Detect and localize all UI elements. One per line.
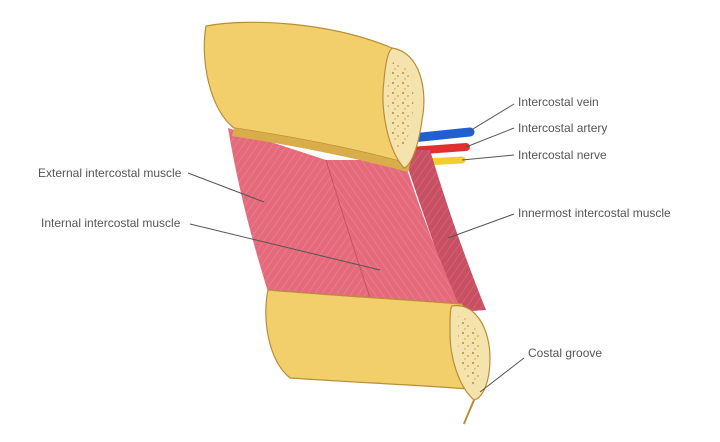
label-intercostal-artery: Intercostal artery — [518, 121, 608, 135]
upper-rib-shadow — [232, 128, 410, 172]
leader-costal-groove — [479, 357, 525, 393]
leader-internal-intercostal-muscle — [189, 223, 381, 271]
upper-rib-marrow — [387, 60, 414, 156]
leader-lines — [187, 103, 525, 393]
muscle-edge-line — [325, 159, 375, 311]
label-costal-groove: Costal groove — [528, 346, 603, 360]
external-intercostal-muscle-fibers — [228, 128, 374, 310]
label-intercostal-vein: Intercostal vein — [518, 95, 599, 109]
label-innermost-intercostal-muscle: Innermost intercostal muscle — [518, 206, 671, 220]
leader-external-intercostal-muscle — [187, 172, 265, 203]
innermost-intercostal-muscle-fibers — [402, 150, 486, 312]
leader-intercostal-artery — [465, 127, 515, 148]
lower-rib-marrow — [458, 316, 482, 388]
lower-rib — [265, 289, 491, 425]
label-intercostal-nerve: Intercostal nerve — [518, 148, 607, 162]
internal-intercostal-muscle-fibers — [322, 160, 462, 312]
label-internal-intercostal-muscle: Internal intercostal muscle — [41, 216, 181, 230]
label-external-intercostal-muscle: External intercostal muscle — [38, 166, 182, 180]
leader-innermost-intercostal-muscle — [447, 213, 515, 239]
lower-rib-body — [265, 289, 482, 391]
leader-intercostal-nerve — [461, 154, 515, 161]
leader-intercostal-vein — [467, 103, 515, 133]
upper-rib — [203, 21, 425, 172]
intercostal-vein-tube — [407, 127, 475, 143]
costal-groove-edge — [463, 399, 475, 425]
